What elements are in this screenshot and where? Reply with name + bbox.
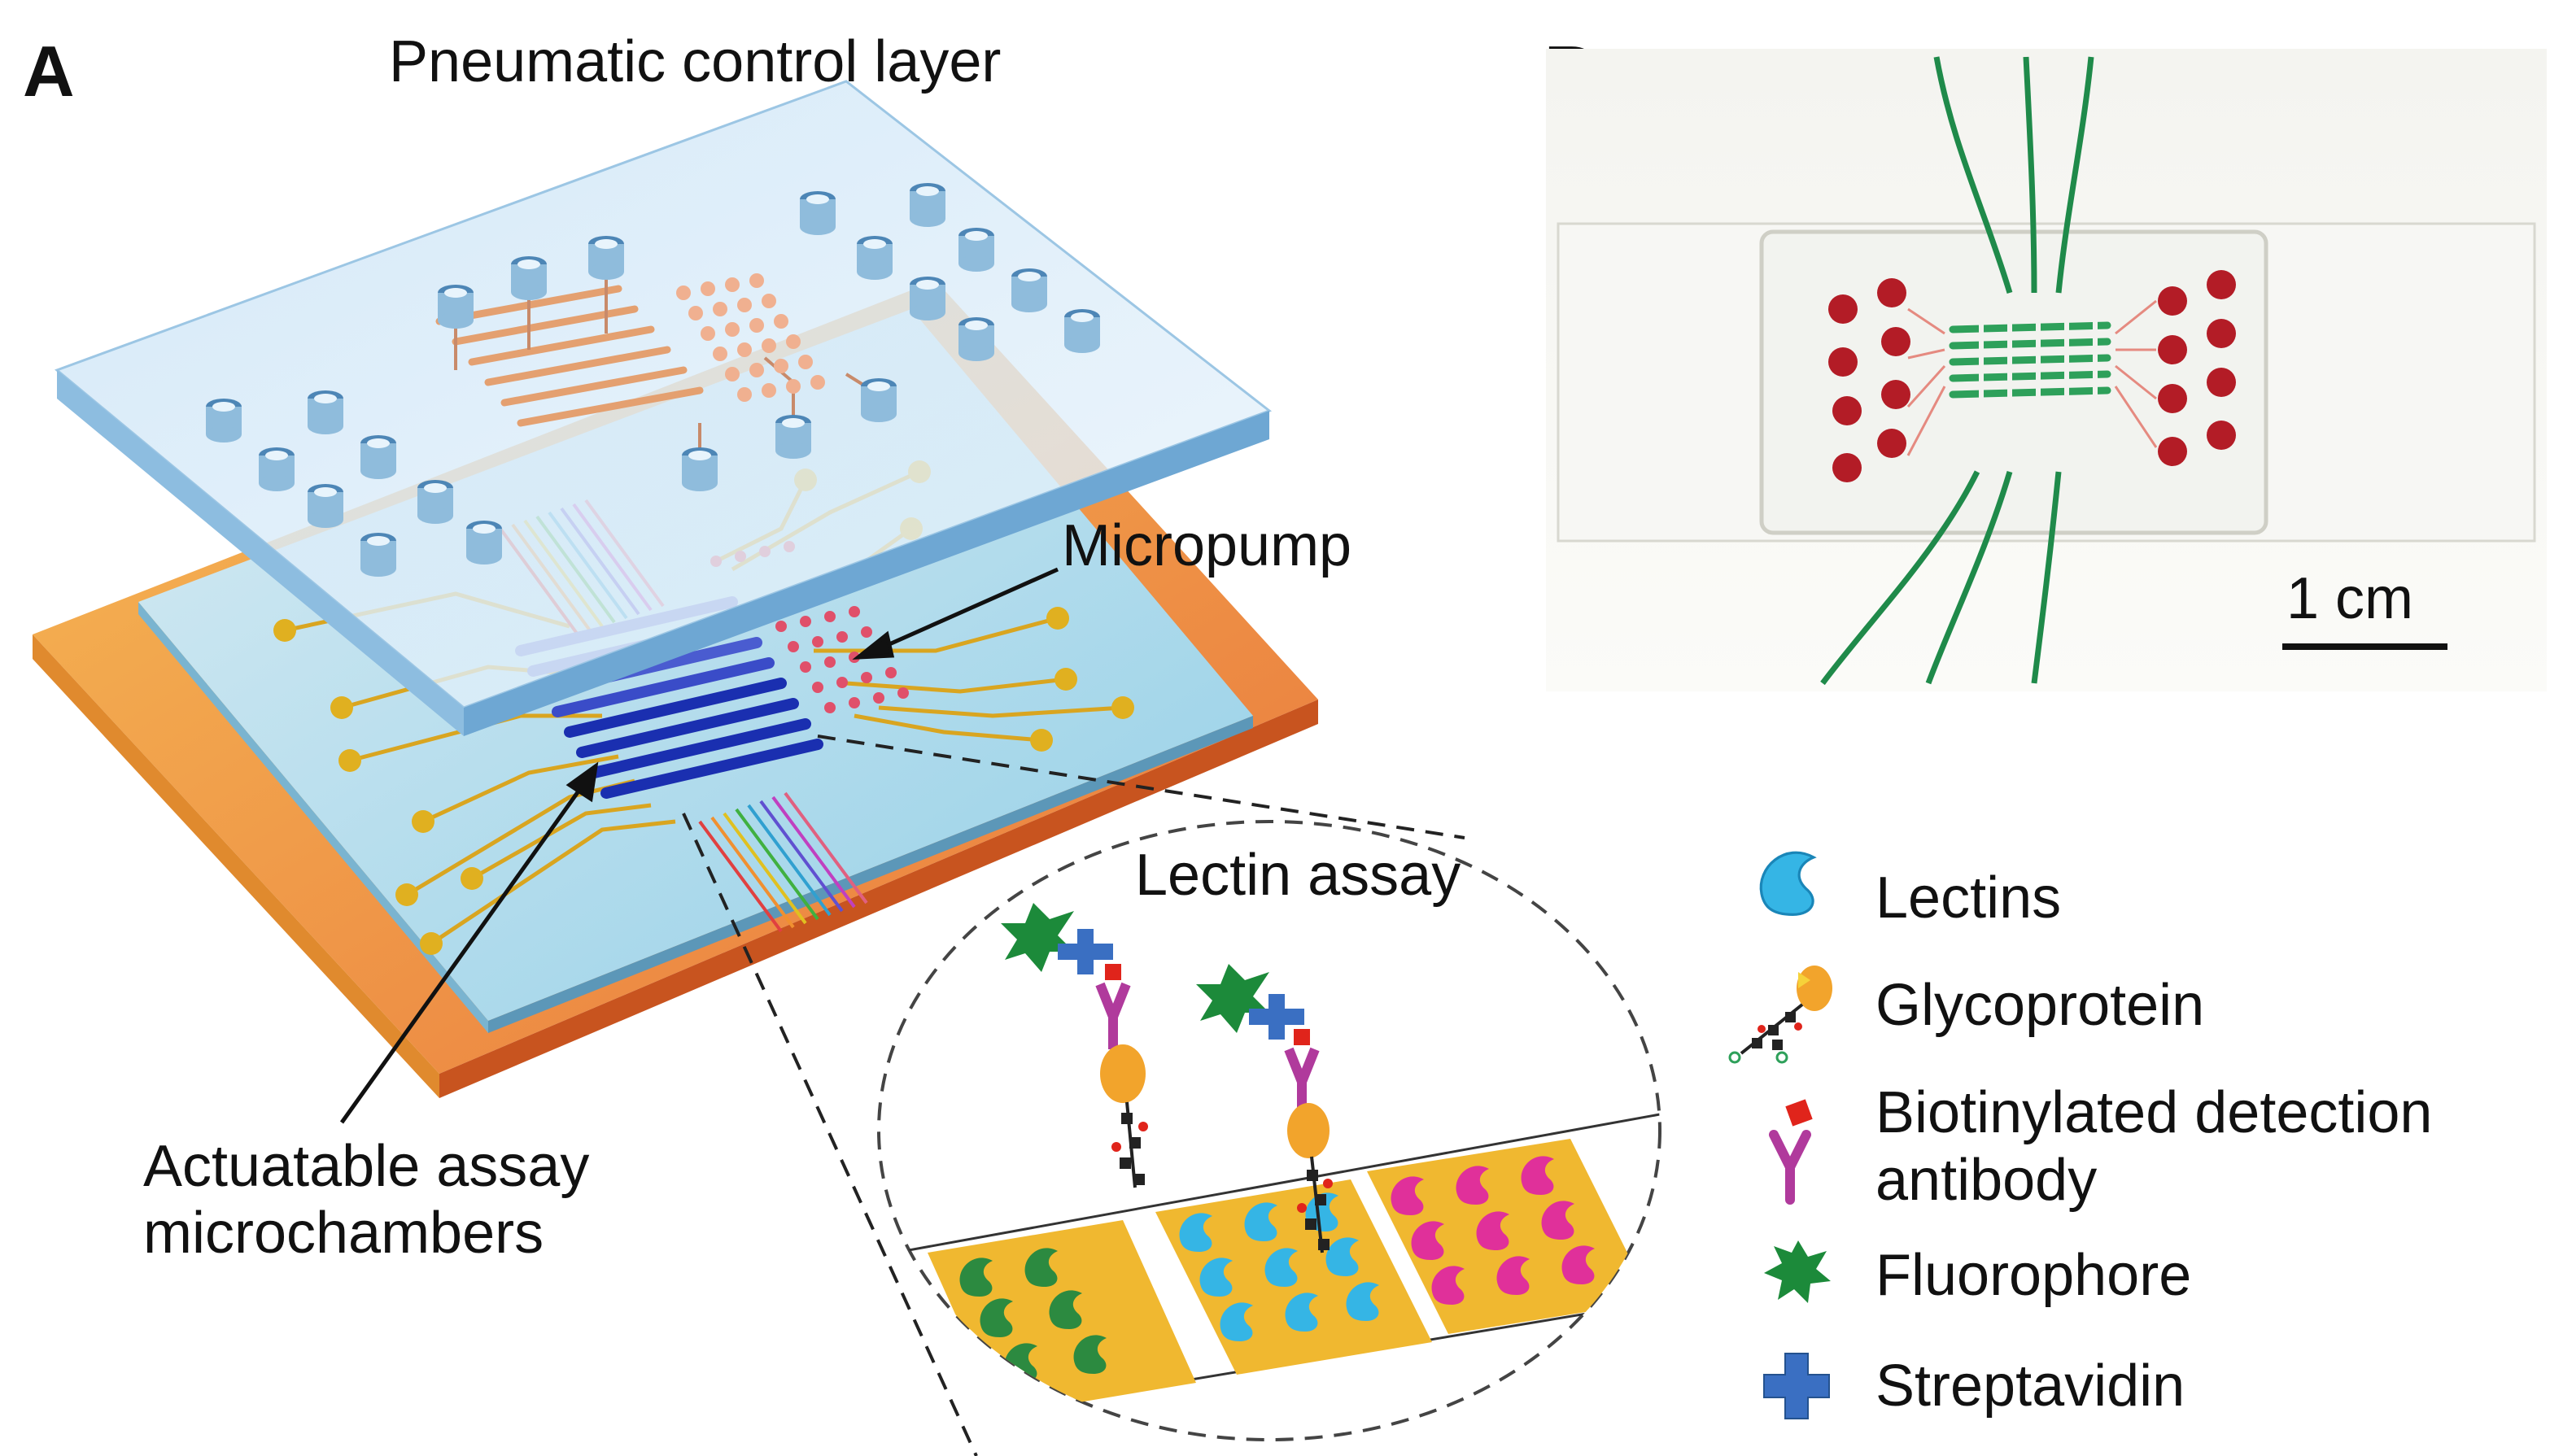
green-grid-gaps [1979, 321, 2098, 400]
chip-photograph [1546, 49, 2547, 691]
label-actuatable-line1: Actuatable assay [143, 1134, 589, 1199]
assay-stack-2 [1196, 964, 1333, 1253]
red-reservoirs [1828, 270, 2236, 482]
label-actuatable-line2: microchambers [143, 1201, 544, 1266]
assay-stack-1 [1001, 903, 1148, 1188]
legend-label-fluorophore: Fluorophore [1875, 1243, 2191, 1308]
glycoprotein-icon [1728, 966, 1832, 1064]
legend-label-antibody-line1: Biotinylated detection [1875, 1080, 2432, 1145]
green-channel-grid [1949, 321, 2111, 399]
lectin-icon [1759, 851, 1817, 917]
label-pneumatic-control-layer: Pneumatic control layer [389, 29, 1001, 94]
legend-label-glycoprotein: Glycoprotein [1875, 973, 2204, 1038]
legend-label-streptavidin: Streptavidin [1875, 1354, 2185, 1419]
red-channels [1906, 299, 2158, 456]
flow-port-dots [273, 460, 1134, 955]
microchamber-arrow [339, 761, 599, 1124]
lectin-assay-zoom [877, 820, 1661, 1441]
legend-label-lectins: Lectins [1875, 865, 2061, 931]
control-valve-dots [676, 273, 825, 402]
scale-bar-label: 1 cm [2286, 566, 2413, 631]
label-lectin-assay: Lectin assay [1135, 843, 1461, 908]
antibody-icon [1769, 1099, 1813, 1205]
zoom-guide-lines [682, 735, 1465, 1456]
streptavidin-icon [1763, 1353, 1830, 1419]
fluorophore-icon [1764, 1240, 1831, 1303]
panel-label-a: A [23, 31, 75, 111]
label-micropump: Micropump [1062, 513, 1351, 578]
legend: Lectins Glycoprotein Biotinylated detect… [1728, 851, 2432, 1419]
tubing [1820, 56, 2094, 686]
micropump-arrow [852, 567, 1059, 660]
legend-label-antibody-line2: antibody [1875, 1148, 2097, 1213]
